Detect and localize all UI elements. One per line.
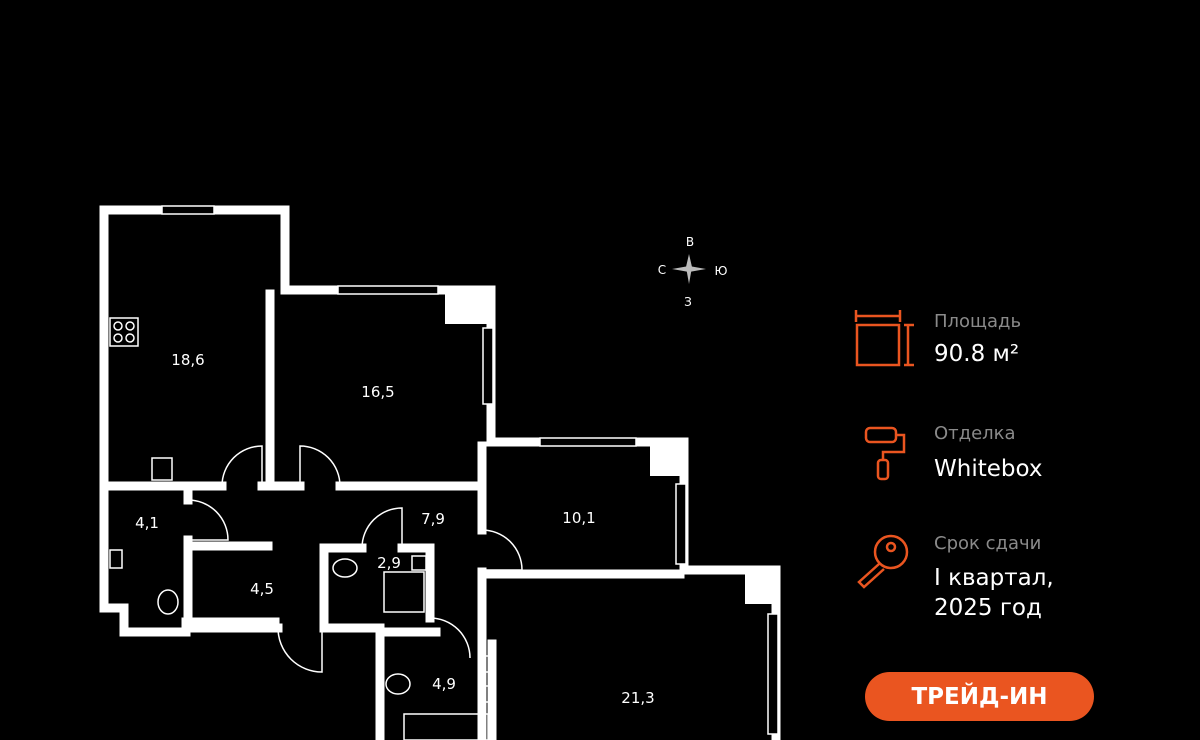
area-value: 90.8 м² xyxy=(934,341,1020,367)
room-area-wc: 2,9 xyxy=(377,554,401,572)
room-area-kitchen: 18,6 xyxy=(171,351,205,369)
room-area-hall: 7,9 xyxy=(421,510,445,528)
room-area-bath: 4,9 xyxy=(432,675,456,693)
room-area-room1: 16,5 xyxy=(361,383,395,401)
finish-label: Отделка xyxy=(934,423,1016,444)
finish-value: Whitebox xyxy=(934,456,1043,482)
trade-in-button[interactable]: ТРЕЙД-ИН xyxy=(865,672,1094,721)
deadline-line2: 2025 год xyxy=(934,595,1042,621)
compass-icon xyxy=(672,254,706,284)
compass-south: Ю xyxy=(714,264,728,278)
paint-roller-icon xyxy=(864,426,906,481)
room-area-corridor: 4,5 xyxy=(250,580,274,598)
deadline-label: Срок сдачи xyxy=(934,533,1042,554)
compass-east: В xyxy=(685,235,695,249)
room-area-storage: 4,1 xyxy=(135,514,159,532)
room-area-room2: 10,1 xyxy=(562,509,596,527)
deadline-line1: I квартал, xyxy=(934,565,1054,591)
area-label: Площадь xyxy=(934,311,1022,332)
area-icon xyxy=(854,310,914,367)
compass-north: С xyxy=(657,263,667,277)
room-area-room3: 21,3 xyxy=(621,689,655,707)
compass-west: З xyxy=(684,295,692,309)
key-icon xyxy=(857,534,909,589)
